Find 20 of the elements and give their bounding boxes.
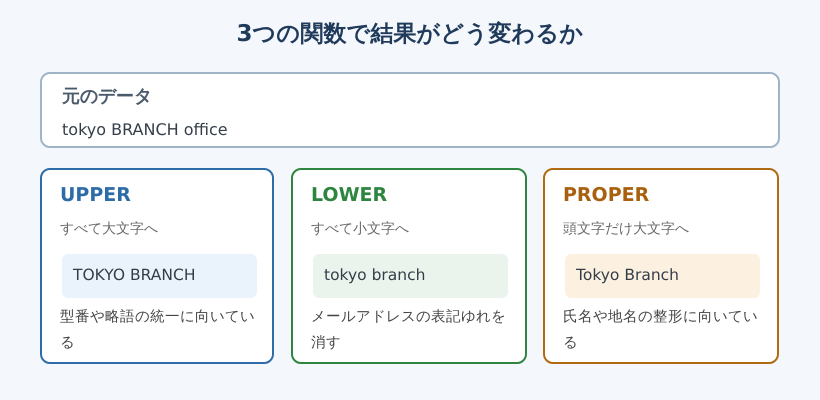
function-name: UPPER: [60, 184, 131, 207]
function-description: すべて小文字へ: [311, 221, 409, 238]
result-text: TOKYO BRANCH: [73, 266, 196, 285]
function-card: [40, 168, 274, 364]
result-text: Tokyo Branch: [576, 266, 679, 285]
box-heading: 元のデータ: [62, 86, 152, 108]
source-data-box: [40, 72, 780, 148]
result-example-box: [565, 254, 760, 298]
function-description: すべて大文字へ: [60, 221, 158, 238]
result-text: tokyo branch: [324, 266, 426, 285]
diagram-title: 3つの関数で結果がどう変わるか: [235, 20, 584, 49]
function-card: [543, 168, 779, 364]
usage-note: 氏名や地名の整形に向いている: [563, 308, 759, 353]
function-card: [291, 168, 527, 364]
function-description: 頭文字だけ大文字へ: [563, 221, 689, 238]
sample-text: tokyo BRANCH office: [62, 120, 228, 140]
usage-note: メールアドレスの表記ゆれを消す: [311, 308, 507, 353]
usage-note: 型番や略語の統一に向いている: [60, 308, 256, 353]
function-name: LOWER: [311, 184, 388, 207]
function-name: PROPER: [563, 184, 650, 207]
